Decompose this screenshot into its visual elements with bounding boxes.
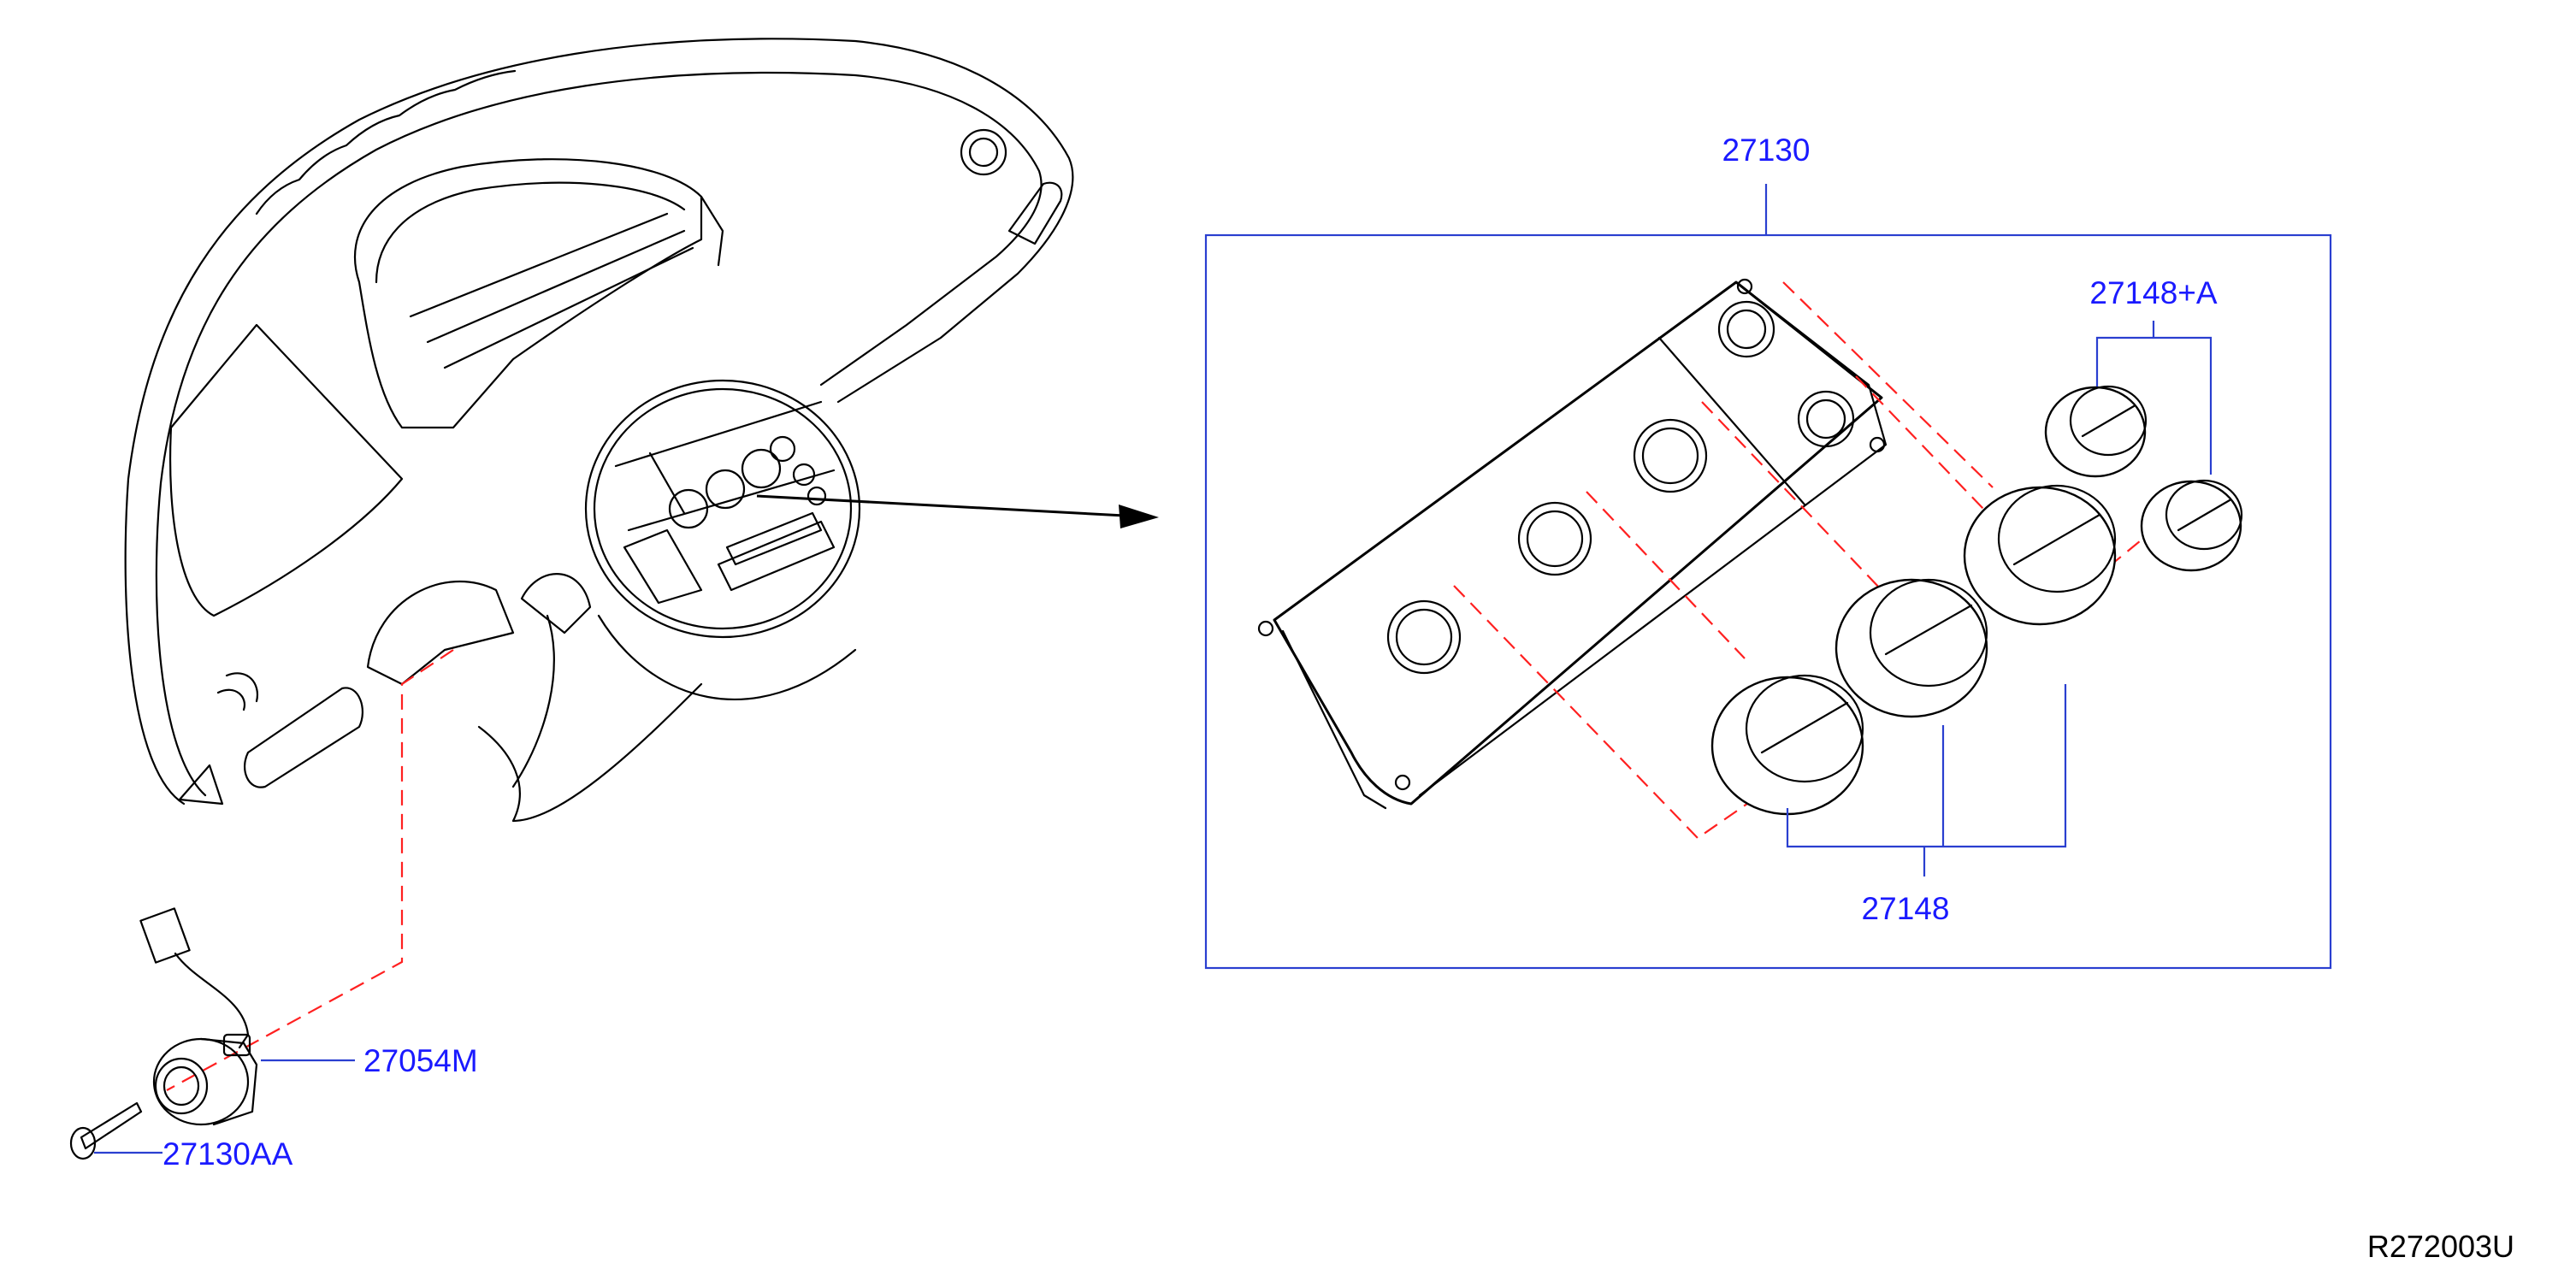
diagram-code: R272003U xyxy=(2367,1229,2514,1264)
instrument-panel-drawing xyxy=(124,38,1074,823)
label-27130: 27130 xyxy=(1722,133,1811,168)
knob-27148a-2 xyxy=(2140,479,2243,572)
control-panel-drawing xyxy=(1257,278,1888,810)
label-27148a: 27148+A xyxy=(2089,275,2217,310)
pointer-arrow xyxy=(756,494,1159,528)
assembly-hidden-lines xyxy=(1453,281,2165,840)
leader-lines xyxy=(94,321,2213,1154)
knob-27148-3 xyxy=(1963,484,2117,626)
label-27148: 27148 xyxy=(1862,891,1950,926)
sensor-hidden-line xyxy=(166,649,454,1091)
knob-27148a-1 xyxy=(2044,385,2148,478)
knob-27148-1 xyxy=(1710,674,1864,816)
label-27130aa: 27130AA xyxy=(162,1136,293,1172)
knob-27148-2 xyxy=(1835,578,1988,718)
label-27054m: 27054M xyxy=(363,1043,478,1078)
sensor-drawing xyxy=(69,907,258,1160)
assembly-frame xyxy=(1204,233,2332,970)
